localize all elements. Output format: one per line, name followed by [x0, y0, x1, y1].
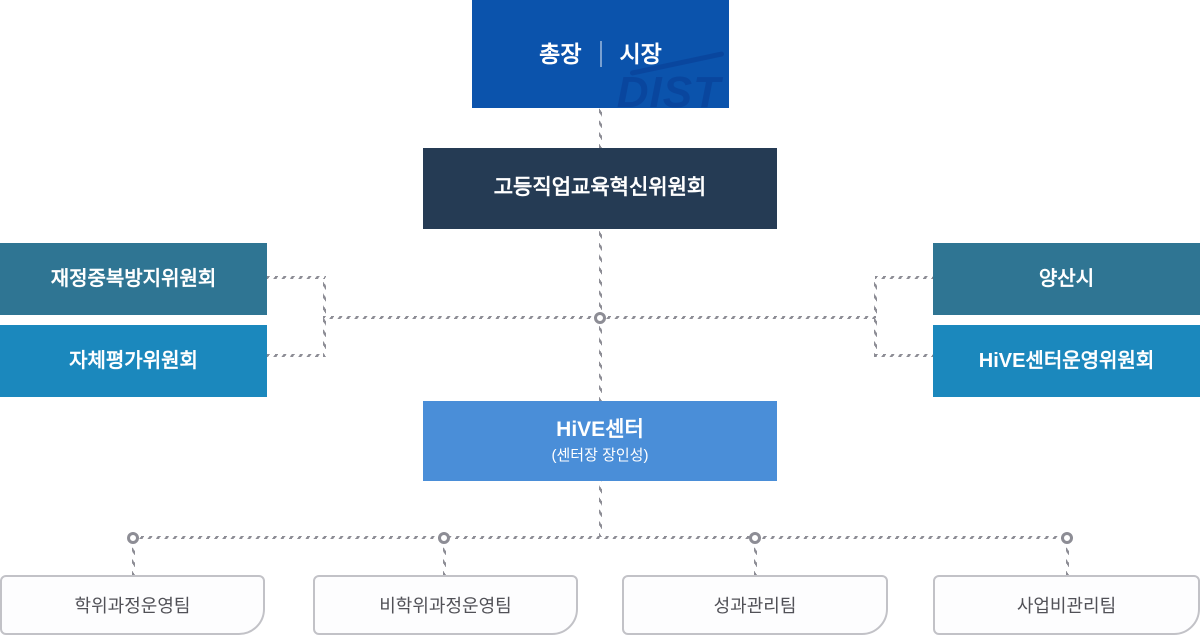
hive-center-box: HiVE센터 (센터장 장인성) — [423, 401, 777, 481]
hive-steering-committee-label: HiVE센터운영위원회 — [978, 349, 1155, 372]
team-box-non-degree-program: 비학위과정운영팀 — [313, 575, 581, 639]
junction-dot-team2 — [438, 532, 450, 544]
dist-logo-watermark: DIST — [616, 68, 721, 109]
finance-duplication-committee-box: 재정중복방지위원회 — [0, 243, 267, 315]
connector-teams-rail — [133, 536, 1067, 539]
yangsan-city-label: 양산시 — [1038, 267, 1095, 290]
connector-center-to-teams — [599, 481, 602, 537]
yangsan-city-box: 양산시 — [933, 243, 1200, 315]
team-label: 비학위과정운영팀 — [379, 596, 512, 616]
mayor-label: 시장 — [619, 40, 662, 67]
team-box-performance-management: 성과관리팀 — [622, 575, 891, 639]
connector-root-to-committee — [599, 108, 602, 148]
connector-team4-stub — [1066, 544, 1069, 575]
label-divider — [599, 41, 602, 67]
junction-dot-center — [594, 312, 606, 324]
innovation-committee-label: 고등직업교육혁신위원회 — [493, 176, 707, 200]
team-box-degree-program: 학위과정운영팀 — [0, 575, 268, 639]
hive-center-head-label: (센터장 장인성) — [551, 446, 649, 464]
connector-left-branch-top-stub — [267, 276, 325, 279]
chancellor-label: 총장 — [539, 40, 582, 67]
connector-left-branch-bottom-stub — [267, 354, 325, 357]
hive-steering-committee-box: HiVE센터운영위원회 — [933, 325, 1200, 397]
team-label: 성과관리팀 — [713, 596, 797, 616]
innovation-committee-box: 고등직업교육혁신위원회 — [423, 148, 777, 229]
junction-dot-team4 — [1061, 532, 1073, 544]
self-evaluation-committee-label: 자체평가위원회 — [69, 349, 198, 372]
team-box-project-budget-management: 사업비관리팀 — [933, 575, 1200, 639]
connector-team3-stub — [754, 544, 757, 575]
self-evaluation-committee-box: 자체평가위원회 — [0, 325, 267, 397]
junction-dot-team1 — [127, 532, 139, 544]
team-label: 사업비관리팀 — [1016, 596, 1117, 616]
team-label: 학위과정운영팀 — [74, 596, 191, 616]
finance-duplication-committee-label: 재정중복방지위원회 — [50, 267, 217, 290]
connector-team2-stub — [443, 544, 446, 575]
connector-left-to-trunk — [323, 316, 600, 319]
junction-dot-team3 — [749, 532, 761, 544]
connector-right-branch-top-stub — [875, 276, 933, 279]
connector-right-branch-bottom-stub — [875, 354, 933, 357]
connector-right-to-trunk — [600, 316, 876, 319]
hive-center-label: HiVE센터 — [556, 417, 644, 441]
chancellor-mayor-box: 총장 시장 DIST — [472, 0, 729, 108]
connector-team1-stub — [132, 544, 135, 575]
